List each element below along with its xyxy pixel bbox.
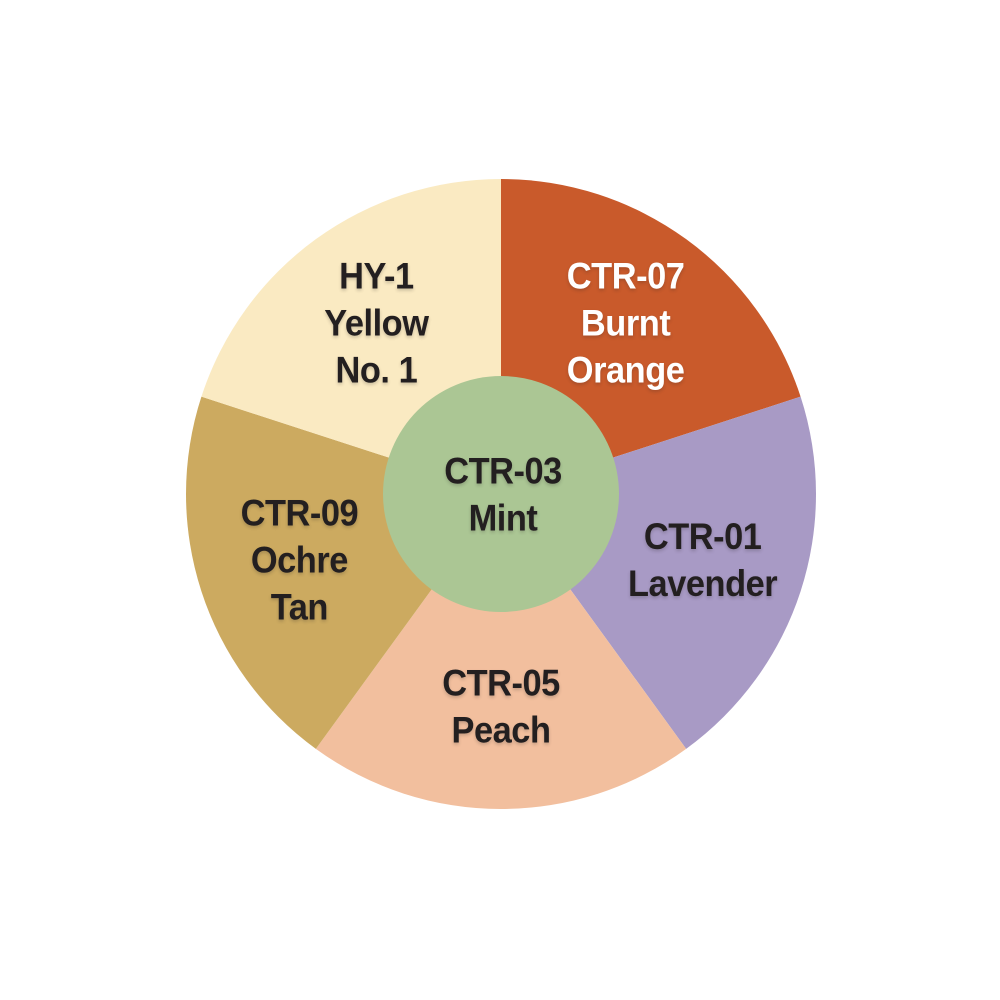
segment-label-line: Peach xyxy=(451,709,550,750)
segment-label-line: HY-1 xyxy=(339,255,414,296)
segment-label-line: Tan xyxy=(271,586,328,627)
segment-label-line: Lavender xyxy=(628,563,778,604)
segment-label-line: Yellow xyxy=(324,302,429,343)
segment-label-line: No. 1 xyxy=(335,349,417,390)
segment-label-line: CTR-05 xyxy=(442,662,560,703)
segment-label-line: CTR-09 xyxy=(241,492,359,533)
wheel-center-ctr-03 xyxy=(383,376,619,612)
wheel-segment-ctr-05 xyxy=(315,494,687,809)
segment-label-line: CTR-03 xyxy=(444,450,562,491)
segment-label-line: CTR-01 xyxy=(644,516,762,557)
segment-label-line: Ochre xyxy=(251,539,348,580)
segment-label-line: Burnt xyxy=(581,302,671,343)
segment-label-line: Orange xyxy=(567,349,685,390)
segment-label-line: Mint xyxy=(469,497,538,538)
segment-label-line: CTR-07 xyxy=(567,255,685,296)
